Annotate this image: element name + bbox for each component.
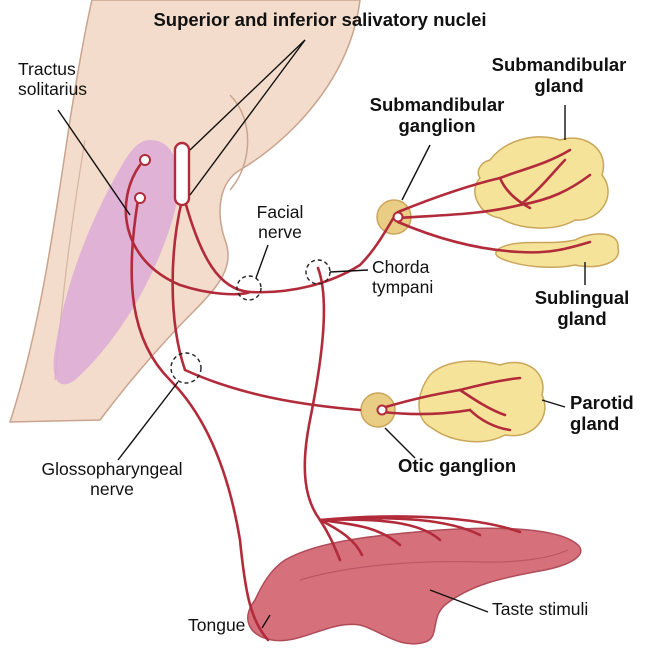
leader-lines [57, 39, 586, 629]
leader-tractus [57, 109, 131, 216]
glossopharyngeal-marker [170, 352, 202, 384]
glossopharyngeal-nerve [171, 198, 362, 412]
otic-ganglion-label: Otic ganglion [398, 455, 517, 476]
parotid-gland-shape [418, 360, 546, 443]
leader-chorda [329, 269, 369, 273]
facial-nerve-marker [236, 275, 262, 301]
tongue-label: Tongue [188, 615, 246, 635]
tongue-fold [299, 549, 569, 581]
leader-submand-ganglion [401, 144, 431, 201]
submandibular-ganglion-label: Submandibular ganglion [369, 94, 505, 136]
leader-tongue [261, 614, 271, 629]
parotid-branch-a [458, 388, 507, 417]
taste-stimuli-label: Taste stimuli [492, 599, 589, 619]
submand-postganglionic-2 [396, 173, 592, 220]
nucleus-region [53, 140, 179, 385]
tractus-cell-2 [134, 192, 146, 204]
leader-nuclei-2 [189, 39, 306, 196]
facial-nerve-label: Facial nerve [256, 202, 304, 242]
tongue-branch-5 [318, 515, 522, 534]
tongue-branch-6 [318, 518, 342, 562]
sublingual-gland-label: Sublingual gland [534, 287, 630, 329]
leader-parotid [541, 399, 566, 408]
tongue-branch-2 [318, 518, 402, 547]
otic-postganglionic-2 [380, 408, 472, 416]
submandibular-gland-shape [474, 136, 609, 229]
tongue-shape [247, 527, 582, 645]
leader-facial [255, 244, 269, 279]
chorda-nerve [303, 266, 326, 522]
nuclei-label: Superior and inferior salivatory nuclei [153, 9, 487, 30]
parotid-gland-label: Parotid gland [570, 392, 634, 434]
chorda-tympani-label: Chorda tympani [372, 257, 434, 297]
glosso-sensory-nerve [130, 198, 270, 642]
tractus-cell-1 [139, 154, 151, 166]
glossopharyngeal-label: Glossopharyngeal nerve [41, 459, 183, 499]
otic-ganglion-cell [376, 404, 388, 416]
submand-ganglion-cell [392, 211, 404, 223]
sublingual-postganglionic [396, 220, 592, 254]
gland-branch-a [518, 158, 567, 207]
facial-parasympathetic-nerve [180, 188, 396, 294]
leader-glosso [117, 381, 179, 461]
tractus-label: Tractus solitarius [18, 59, 88, 99]
tractus-nerve [124, 163, 252, 296]
salivatory-nucleus [173, 141, 191, 207]
parotid-branch-b [468, 408, 512, 432]
leader-otic [384, 427, 416, 459]
leader-taste [429, 589, 489, 613]
leader-nuclei-1 [189, 39, 306, 151]
brainstem-fold [229, 94, 249, 191]
nerves [124, 148, 592, 642]
gland-branch-b [498, 176, 532, 210]
tongue-branch-1 [318, 518, 364, 557]
submandibular-gland-label: Submandibular gland [491, 54, 627, 96]
